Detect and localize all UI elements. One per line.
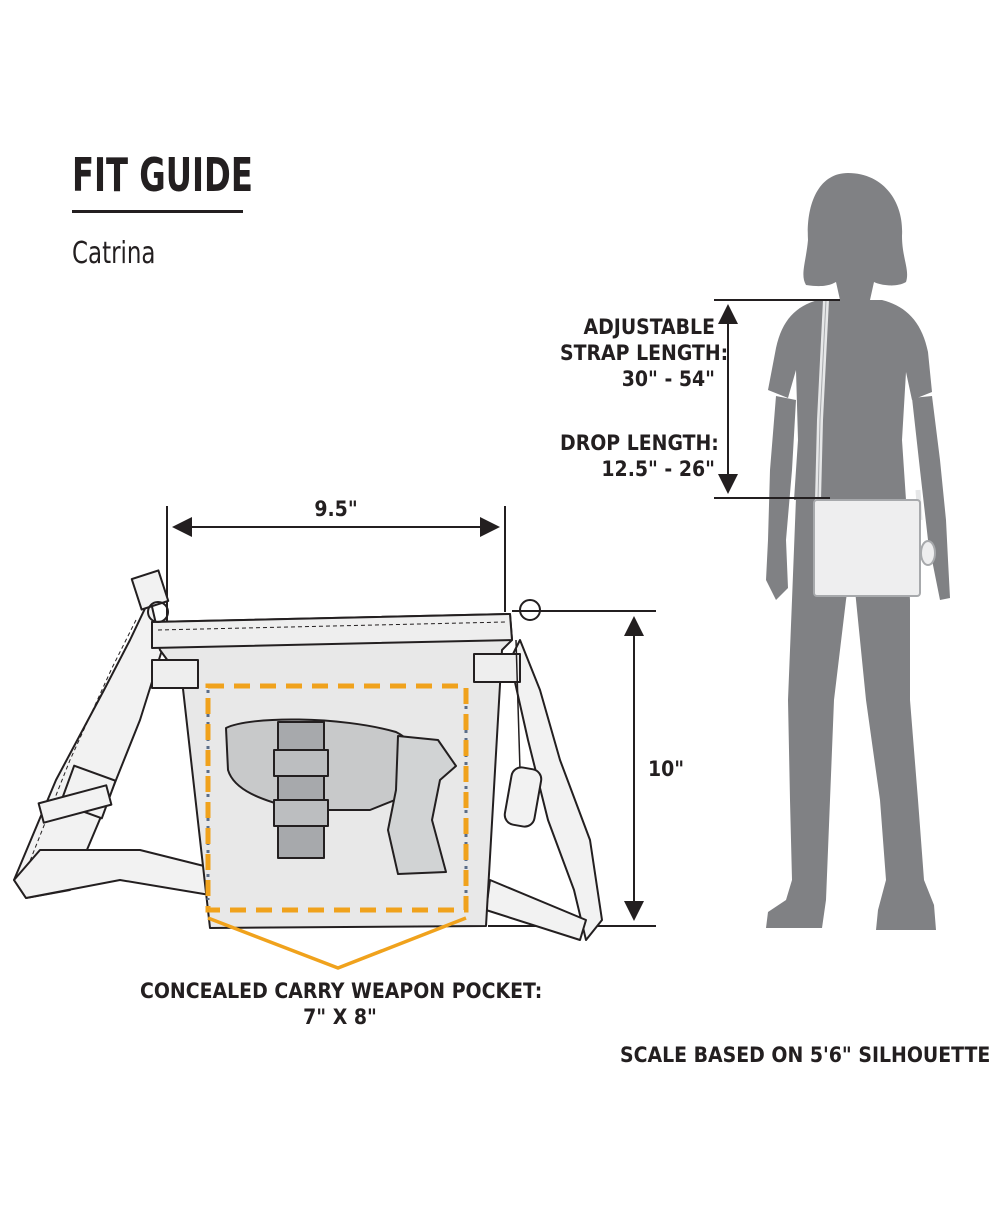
strap-label-line2: STRAP LENGTH: bbox=[560, 341, 729, 365]
pocket-label-text: CONCEALED CARRY WEAPON POCKET: bbox=[140, 979, 543, 1003]
drop-label: DROP LENGTH: bbox=[560, 431, 719, 455]
title-underline bbox=[72, 210, 243, 213]
scale-note: SCALE BASED ON 5'6" SILHOUETTE bbox=[620, 1043, 990, 1067]
drop-length-value: 12.5" - 26" bbox=[601, 457, 715, 481]
pocket-pointer bbox=[207, 916, 467, 970]
strap-dimension bbox=[714, 299, 840, 499]
person-silhouette bbox=[766, 173, 950, 930]
pocket-size-value: 7" X 8" bbox=[303, 1005, 377, 1029]
worn-bag bbox=[813, 299, 936, 597]
strap-label-line1: ADJUSTABLE bbox=[583, 315, 715, 339]
strap-length-label: ADJUSTABLE STRAP LENGTH: 30" - 54" bbox=[560, 314, 729, 392]
concealed-pocket-outline bbox=[205, 683, 469, 913]
pocket-label: CONCEALED CARRY WEAPON POCKET: 7" X 8" bbox=[140, 978, 543, 1030]
page-title: FIT GUIDE bbox=[72, 148, 253, 202]
height-value: 10" bbox=[648, 757, 685, 781]
width-value: 9.5" bbox=[314, 497, 358, 521]
drop-length-label: DROP LENGTH: 12.5" - 26" bbox=[560, 430, 719, 482]
strap-length-value: 30" - 54" bbox=[621, 367, 715, 391]
bag-illustration bbox=[13, 569, 603, 941]
product-name: Catrina bbox=[72, 236, 156, 271]
